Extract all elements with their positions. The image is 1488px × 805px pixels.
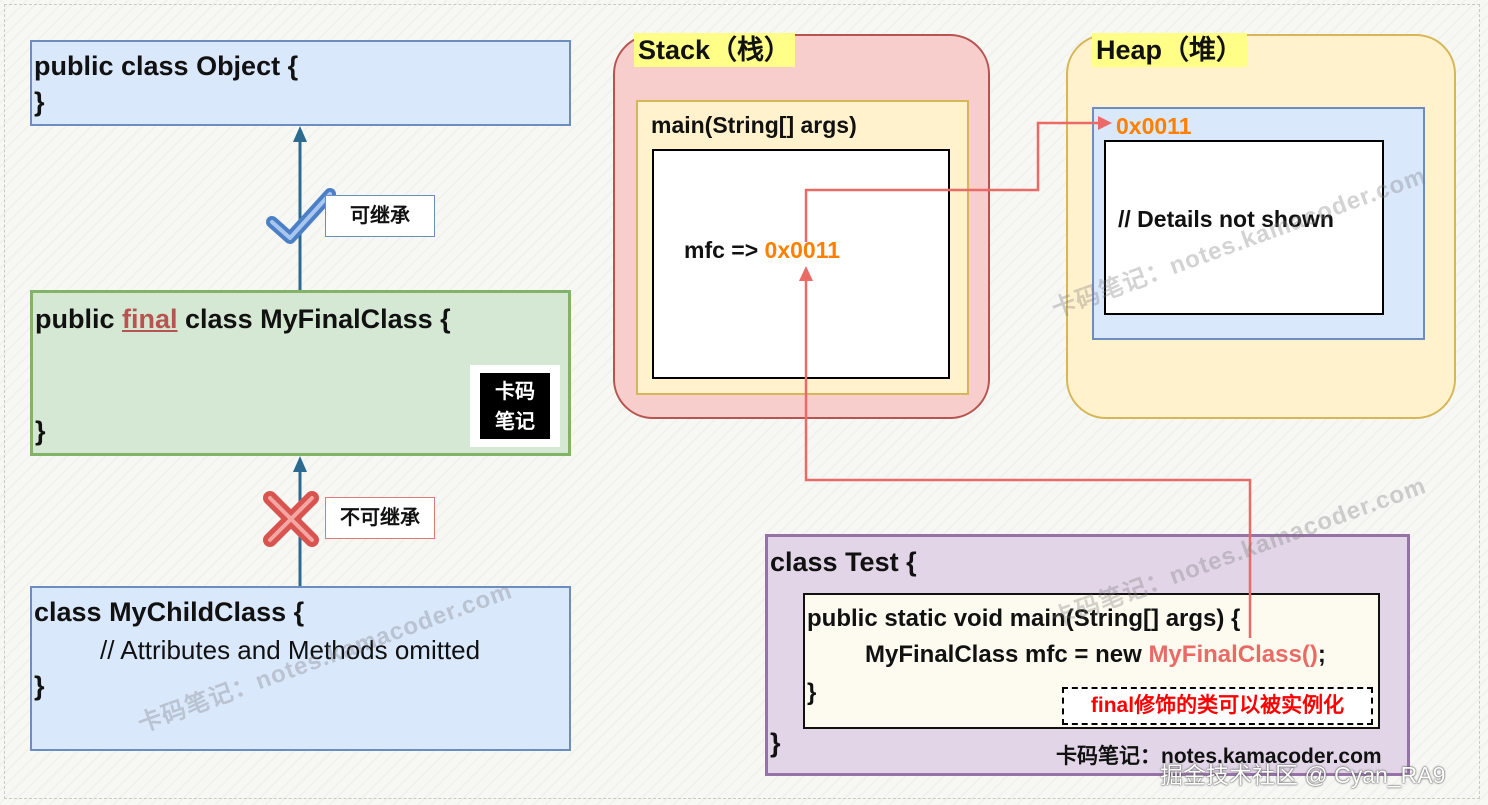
instantiation-note: final修饰的类可以被实例化 [1062, 687, 1373, 725]
cross-mark-icon [263, 491, 319, 547]
inherit-ok-label: 可继承 [350, 205, 410, 227]
main-method-close: } [807, 679, 817, 706]
object-class-line1: public class Object { [34, 51, 299, 81]
footer-credit: 卡码笔记：notes.kamacoder.com [1056, 745, 1382, 768]
statement-prefix: MyFinalClass mfc = new [865, 641, 1149, 668]
stack-variable-box: mfc => 0x0011 [652, 149, 950, 379]
child-class-comment: // Attributes and Methods omitted [100, 635, 481, 665]
inherit-no-tag: 不可继承 [325, 497, 435, 539]
stack-variable: mfc => 0x0011 [684, 237, 840, 264]
instantiation-arrow-head [799, 266, 813, 281]
statement-end: ; [1317, 641, 1326, 668]
stack-var-text: mfc => [684, 237, 765, 263]
heap-reference-arrow-head [1098, 116, 1112, 130]
child-class-line1: class MyChildClass { [34, 597, 305, 627]
inherit-no-label: 不可继承 [340, 507, 420, 529]
stack-var-address: 0x0011 [764, 237, 841, 263]
logo-line1: 卡码 [495, 379, 535, 403]
kamacoder-logo: 卡码 笔记 [470, 365, 560, 447]
constructor-call: MyFinalClass() [1148, 641, 1318, 668]
new-instance-statement: MyFinalClass mfc = new MyFinalClass(); [865, 641, 1326, 669]
platform-credit: 掘金技术社区 @ Cyan_RA9 [1160, 762, 1446, 788]
inherit-no-arrow-head [293, 456, 307, 472]
stack-title: Stack（栈） [634, 33, 796, 67]
child-class-box: class MyChildClass { // Attributes and M… [30, 586, 571, 751]
final-class-declaration: public final class MyFinalClass { [35, 301, 451, 337]
heap-title: Heap（堆） [1092, 33, 1248, 67]
canvas-frame [4, 4, 1480, 799]
final-class-suffix: class MyFinalClass { [177, 304, 451, 334]
instantiation-arrow-line [804, 280, 1252, 638]
test-class-close: } [770, 728, 781, 758]
heap-reference-arrow-line [804, 121, 1098, 242]
heap-details-text: // Details not shown [1118, 206, 1334, 232]
inherit-ok-tag: 可继承 [325, 195, 435, 237]
object-class-close: } [34, 87, 45, 117]
check-mark-icon [266, 188, 336, 244]
final-class-prefix: public [35, 304, 122, 334]
inherit-ok-arrow-head [293, 126, 307, 142]
object-class-box: public class Object { } [30, 40, 571, 126]
logo-line2: 笔记 [495, 409, 535, 433]
final-keyword: final [122, 304, 178, 334]
child-class-close: } [34, 671, 45, 701]
main-method-signature: public static void main(String[] args) { [807, 605, 1241, 632]
test-class-line1: class Test { [770, 547, 917, 577]
main-frame-label: main(String[] args) [651, 112, 857, 138]
final-class-box: public final class MyFinalClass { } 卡码 笔… [30, 290, 571, 456]
instantiation-note-text: final修饰的类可以被实例化 [1090, 694, 1345, 717]
heap-object-address: 0x0011 [1116, 113, 1192, 139]
heap-details-box: // Details not shown [1104, 140, 1384, 315]
final-class-close: } [35, 416, 46, 446]
